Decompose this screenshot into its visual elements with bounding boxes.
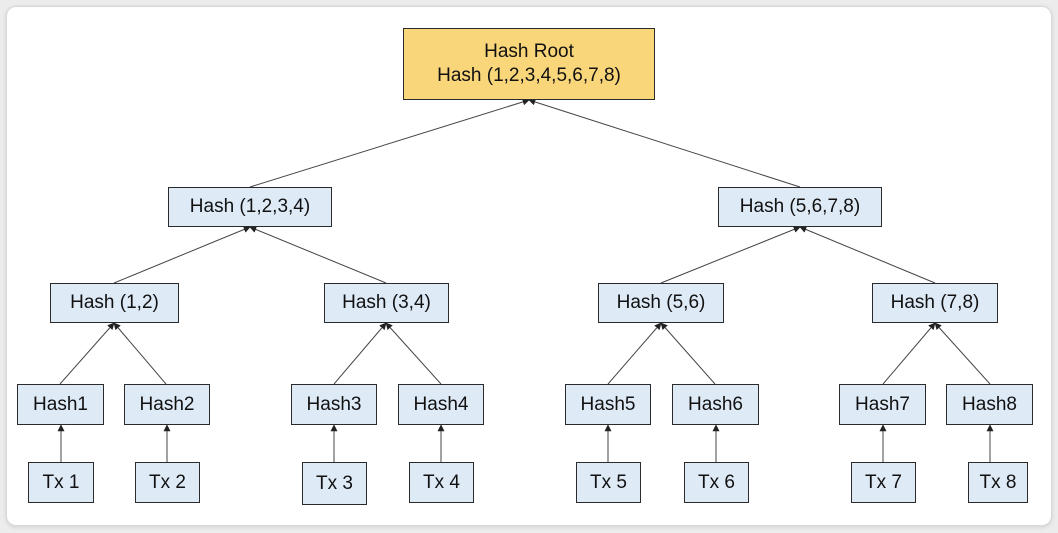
hash-root-node: Hash Root Hash (1,2,3,4,5,6,7,8)	[403, 28, 655, 100]
tx4-node: Tx 4	[409, 462, 474, 503]
tx6-node: Tx 6	[684, 462, 749, 503]
hash3-node: Hash3	[291, 384, 377, 425]
hash-5678-node: Hash (5,6,7,8)	[718, 187, 882, 227]
tx8-node: Tx 8	[968, 462, 1028, 503]
hash-12-node: Hash (1,2)	[50, 283, 179, 323]
edge-h56-to-h5678	[660, 226, 801, 284]
hash4-node: Hash4	[398, 384, 484, 425]
hash-1234-node: Hash (1,2,3,4)	[168, 187, 332, 227]
hash-78-node: Hash (7,8)	[872, 283, 998, 323]
edge-hash2-to-h12	[113, 322, 167, 385]
edge-hash1-to-h12	[59, 322, 115, 385]
hash-56-node: Hash (5,6)	[598, 283, 724, 323]
hash-root-subtitle: Hash (1,2,3,4,5,6,7,8)	[437, 65, 621, 86]
edge-hash4-to-h34	[385, 322, 442, 385]
edge-h1234-to-root	[249, 98, 530, 188]
hash6-node: Hash6	[672, 384, 759, 425]
hash7-node: Hash7	[839, 384, 926, 425]
edge-hash6-to-h56	[660, 322, 716, 385]
hash2-node: Hash2	[124, 384, 210, 425]
hash1-node: Hash1	[17, 384, 104, 425]
edge-h5678-to-root	[528, 98, 801, 188]
hash5-node: Hash5	[565, 384, 651, 425]
hash-root-title: Hash Root	[484, 41, 574, 62]
tx7-node: Tx 7	[851, 462, 916, 503]
hash-34-node: Hash (3,4)	[324, 283, 449, 323]
tx2-node: Tx 2	[135, 462, 200, 503]
edge-hash7-to-h78	[882, 322, 936, 385]
edge-h78-to-h5678	[799, 226, 936, 284]
edge-h12-to-h1234	[113, 226, 251, 284]
tx3-node: Tx 3	[302, 462, 367, 505]
edge-hash3-to-h34	[333, 322, 387, 385]
edge-hash8-to-h78	[934, 322, 991, 385]
tx5-node: Tx 5	[576, 462, 641, 503]
edge-hash5-to-h56	[607, 322, 662, 385]
edge-h34-to-h1234	[249, 226, 387, 284]
hash8-node: Hash8	[946, 384, 1033, 425]
tx1-node: Tx 1	[28, 462, 94, 503]
